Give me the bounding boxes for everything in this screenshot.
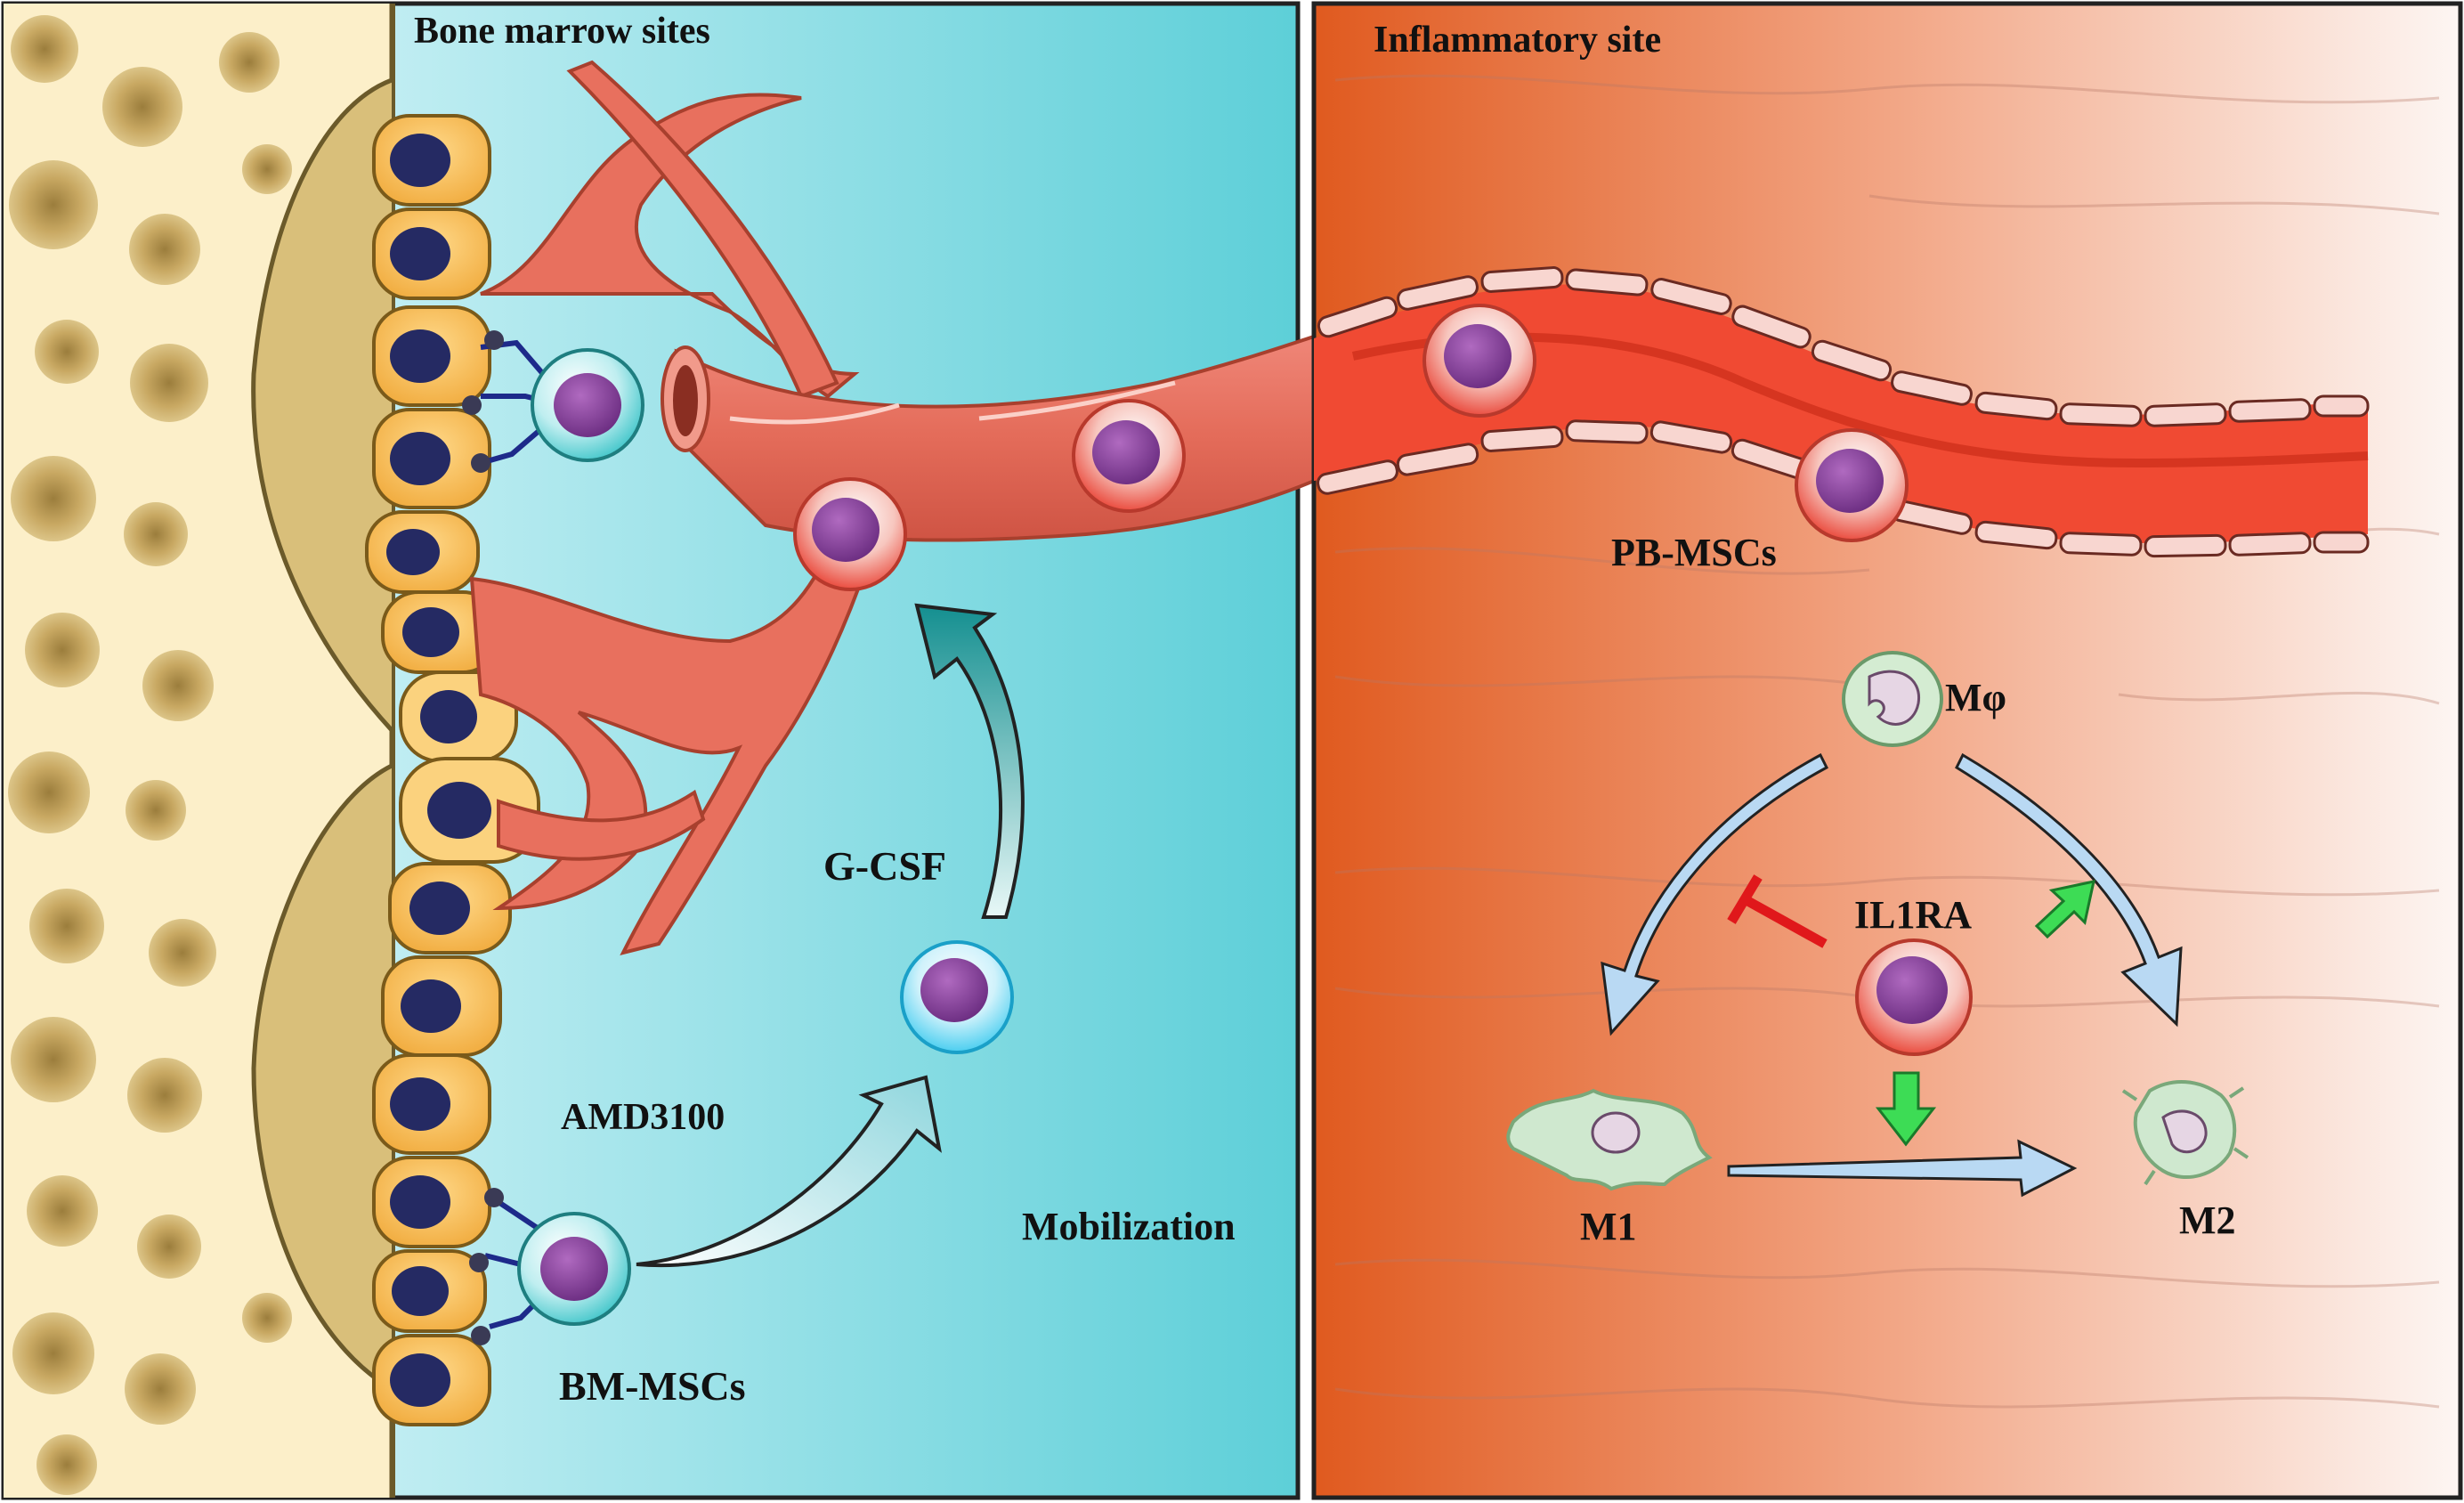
mobilization-label: Mobilization — [1022, 1205, 1236, 1248]
osteoblast-column — [365, 114, 540, 1426]
bone-marrow-sites-title: Bone marrow sites — [414, 11, 710, 52]
osteoblast-cell — [372, 1334, 491, 1426]
il1ra-promote-polarization-arrow — [1875, 1071, 1937, 1147]
bone-pores — [8, 15, 292, 1495]
amd3100-label: AMD3100 — [561, 1097, 725, 1138]
g-csf-label: G-CSF — [823, 843, 946, 889]
anchored-msc-lower — [469, 1188, 631, 1345]
msc-entering-vessel — [793, 477, 907, 591]
osteoblast-cell — [372, 1053, 491, 1155]
il1ra-label: IL1RA — [1854, 893, 1972, 937]
peripheral-blood-vessel — [1314, 266, 2370, 558]
osteoblast-cell — [372, 114, 491, 207]
msc-in-vessel — [1072, 399, 1186, 513]
bone-marrow-panel: Bone marrow sites G-CSF AMD3100 Mobiliza… — [1, 1, 1356, 1500]
osteoblast-cell — [388, 862, 512, 955]
il1ra-secreting-msc — [1855, 938, 1973, 1056]
inflammatory-panel: Inflammatory site PB-MSCs Mφ IL1RA M1 M2 — [1311, 1, 2463, 1500]
m1-label: M1 — [1580, 1205, 1637, 1248]
pb-msc-cell — [1422, 304, 1536, 418]
osteoblast-cell — [372, 305, 491, 407]
m1-macrophage-cell — [1506, 1088, 1713, 1191]
osteoblast-cell — [372, 1156, 491, 1248]
marrow-blood-vessel — [469, 60, 1356, 955]
macrophage-label: Mφ — [1945, 676, 2006, 719]
osteoblast-cell — [381, 590, 500, 674]
m-phi-to-m1-arrow — [1601, 752, 1828, 1036]
amd3100-mobilization-arrow — [636, 1075, 942, 1267]
pb-msc-cell — [1795, 428, 1909, 542]
il1ra-promote-m2-arrow — [2034, 880, 2095, 939]
g-csf-mobilization-arrow — [914, 603, 1025, 919]
circulating-msc — [900, 940, 1014, 1054]
il1ra-inhibition-bar — [1727, 874, 1828, 948]
macrophage-cell — [1842, 651, 1943, 747]
osteoblast-cell — [372, 1249, 487, 1333]
bm-mscs-label: BM-MSCs — [559, 1363, 746, 1409]
anchored-msc-upper — [462, 330, 644, 473]
m2-label: M2 — [2179, 1198, 2236, 1242]
m2-macrophage-cell — [2121, 1080, 2249, 1186]
osteoblast-cell — [372, 207, 491, 300]
osteoblast-cell — [381, 955, 502, 1057]
m-phi-to-m2-arrow — [1955, 752, 2183, 1028]
inflammatory-site-title: Inflammatory site — [1374, 20, 1661, 61]
pb-mscs-label: PB-MSCs — [1611, 531, 1777, 574]
osteoblast-cell — [365, 510, 480, 594]
m1-to-m2-arrow — [1727, 1139, 2078, 1198]
